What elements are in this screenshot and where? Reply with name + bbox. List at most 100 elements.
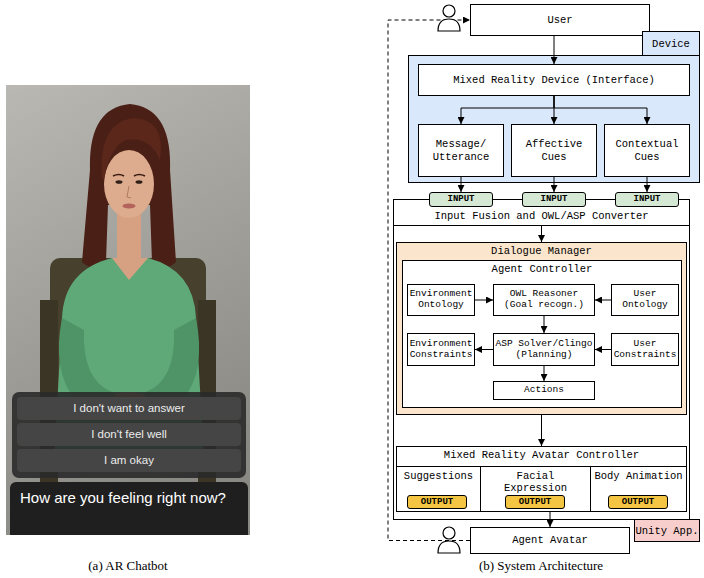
output-tab-text: OUTPUT bbox=[421, 497, 453, 507]
unity-app-box: Unity App.INPUTINPUTINPUTInput Fusion an… bbox=[393, 199, 690, 520]
ontology-box-text: User Ontology bbox=[612, 289, 678, 311]
avatar-photo bbox=[82, 104, 176, 267]
unity-app-box-text: Unity App. bbox=[634, 519, 700, 542]
avatar-photo bbox=[127, 186, 131, 198]
avatar-photo bbox=[117, 210, 141, 265]
arrow-connector bbox=[595, 349, 611, 350]
user-box-text: User bbox=[547, 14, 572, 26]
agent-avatar-box: Agent Avatar bbox=[470, 527, 630, 554]
user-person-icon bbox=[438, 19, 460, 31]
input-tab: INPUT bbox=[615, 192, 679, 207]
input-tab-text: INPUT bbox=[447, 194, 474, 204]
avatar-photo bbox=[59, 318, 118, 404]
avatar-photo bbox=[136, 180, 143, 184]
arrow-connector bbox=[461, 96, 554, 124]
output-cell: SuggestionsOUTPUT bbox=[397, 466, 480, 511]
input-tab: INPUT bbox=[522, 192, 586, 207]
avatar-photo bbox=[6, 85, 250, 535]
arrow-connector bbox=[595, 300, 611, 301]
avatar-person-icon bbox=[438, 527, 460, 553]
device-region-text: Device bbox=[642, 31, 700, 56]
converter-band-text: Input Fusion and OWL/ASP Converter bbox=[434, 210, 648, 222]
input-tab-text: INPUT bbox=[540, 194, 567, 204]
input-tab-text: INPUT bbox=[633, 194, 660, 204]
answer-button: I don't want to answer bbox=[17, 397, 241, 420]
cue-box-text: Affective Cues bbox=[514, 138, 594, 162]
cue-box-text: Contextual Cues bbox=[607, 138, 687, 162]
constraints-box-text: Environment Constraints bbox=[408, 339, 474, 361]
avatar-photo bbox=[134, 175, 145, 177]
avatar-controller-box-text: Mixed Reality Avatar Controller bbox=[397, 447, 686, 461]
output-cell: Facial ExpressionOUTPUT bbox=[480, 466, 590, 511]
ontology-box-text: Environment Ontology bbox=[408, 289, 474, 311]
arrow-connector bbox=[475, 349, 493, 350]
arrow-connector bbox=[550, 512, 551, 527]
figure-caption: (a) AR Chatbot bbox=[8, 558, 248, 574]
arrow-connector bbox=[544, 316, 545, 333]
button-panel bbox=[12, 392, 246, 478]
figure-caption: (b) System Architecture bbox=[421, 558, 661, 574]
answer-button: I don't feel well bbox=[17, 423, 241, 446]
constraints-box-text: User Constraints bbox=[612, 339, 678, 361]
actions-box: Actions bbox=[493, 381, 595, 400]
user-person-icon bbox=[438, 5, 460, 31]
avatar-photo bbox=[140, 318, 199, 404]
output-tab: OUTPUT bbox=[608, 495, 668, 509]
arrow-connector bbox=[541, 226, 542, 242]
answer-button: I am okay bbox=[17, 449, 241, 472]
avatar-photo bbox=[6, 85, 250, 535]
output-tab-text: OUTPUT bbox=[622, 497, 654, 507]
interface-box: Mixed Reality Device (Interface) bbox=[418, 64, 690, 96]
avatar-person-icon bbox=[438, 541, 460, 553]
reasoner-box: OWL Reasoner (Goal recogn.) bbox=[493, 284, 595, 316]
arrow-connector bbox=[475, 300, 493, 301]
avatar-photo bbox=[112, 258, 148, 280]
output-tab: OUTPUT bbox=[505, 495, 565, 509]
cue-box: Message/ Utterance bbox=[418, 124, 504, 177]
arrow-connector bbox=[461, 177, 462, 192]
output-cell-text: Body Animation bbox=[594, 470, 682, 482]
answer-button-text: I don't want to answer bbox=[73, 402, 185, 415]
output-cell: Body AnimationOUTPUT bbox=[590, 466, 686, 511]
constraints-box: User Constraints bbox=[611, 333, 679, 366]
ontology-box: Environment Ontology bbox=[407, 284, 475, 316]
agent-controller-box-text: Agent Controller bbox=[403, 261, 681, 275]
solver-box-text: ASP Solver/Clingo (Planning) bbox=[494, 339, 594, 361]
arrow-connector bbox=[554, 96, 647, 124]
interface-box-text: Mixed Reality Device (Interface) bbox=[453, 74, 655, 86]
avatar-photo bbox=[104, 150, 154, 218]
actions-box-text: Actions bbox=[524, 385, 564, 396]
output-tab-text: OUTPUT bbox=[519, 497, 551, 507]
arrow-connector bbox=[544, 366, 545, 381]
avatar-controller-box: Mixed Reality Avatar ControllerSuggestio… bbox=[396, 446, 687, 512]
output-tab: OUTPUT bbox=[407, 495, 467, 509]
cue-box: Contextual Cues bbox=[604, 124, 690, 177]
question-box-text: How are you feeling right now? bbox=[20, 489, 226, 507]
avatar-person-icon bbox=[443, 527, 455, 539]
arrow-connector bbox=[554, 36, 555, 64]
avatar-photo bbox=[123, 204, 136, 209]
avatar-photo bbox=[116, 180, 123, 184]
constraints-box: Environment Constraints bbox=[407, 333, 475, 366]
agent-avatar-box-text: Agent Avatar bbox=[512, 534, 588, 546]
arrow-connector bbox=[647, 177, 648, 192]
cue-box: Affective Cues bbox=[511, 124, 597, 177]
agent-controller-box: Agent ControllerEnvironment Ontology OWL … bbox=[402, 260, 682, 408]
answer-button-text: I don't feel well bbox=[91, 428, 167, 441]
answer-button-text: I am okay bbox=[104, 454, 154, 467]
input-tab: INPUT bbox=[429, 192, 493, 207]
feedback-connector bbox=[388, 20, 470, 541]
question-box: How are you feeling right now? bbox=[10, 482, 248, 535]
user-person-icon bbox=[443, 5, 455, 17]
arrow-connector bbox=[554, 177, 555, 192]
avatar-photo bbox=[102, 118, 161, 180]
avatar-photo bbox=[113, 175, 124, 177]
arrow-connector bbox=[541, 415, 542, 446]
dialogue-manager-region-text: Dialogue Manager bbox=[397, 243, 686, 257]
user-box: User bbox=[470, 4, 650, 36]
ontology-box: User Ontology bbox=[611, 284, 679, 316]
dialogue-manager-region: Dialogue ManagerAgent ControllerEnvironm… bbox=[396, 242, 687, 415]
solver-box: ASP Solver/Clingo (Planning) bbox=[493, 333, 595, 366]
reasoner-box-text: OWL Reasoner (Goal recogn.) bbox=[494, 289, 594, 311]
